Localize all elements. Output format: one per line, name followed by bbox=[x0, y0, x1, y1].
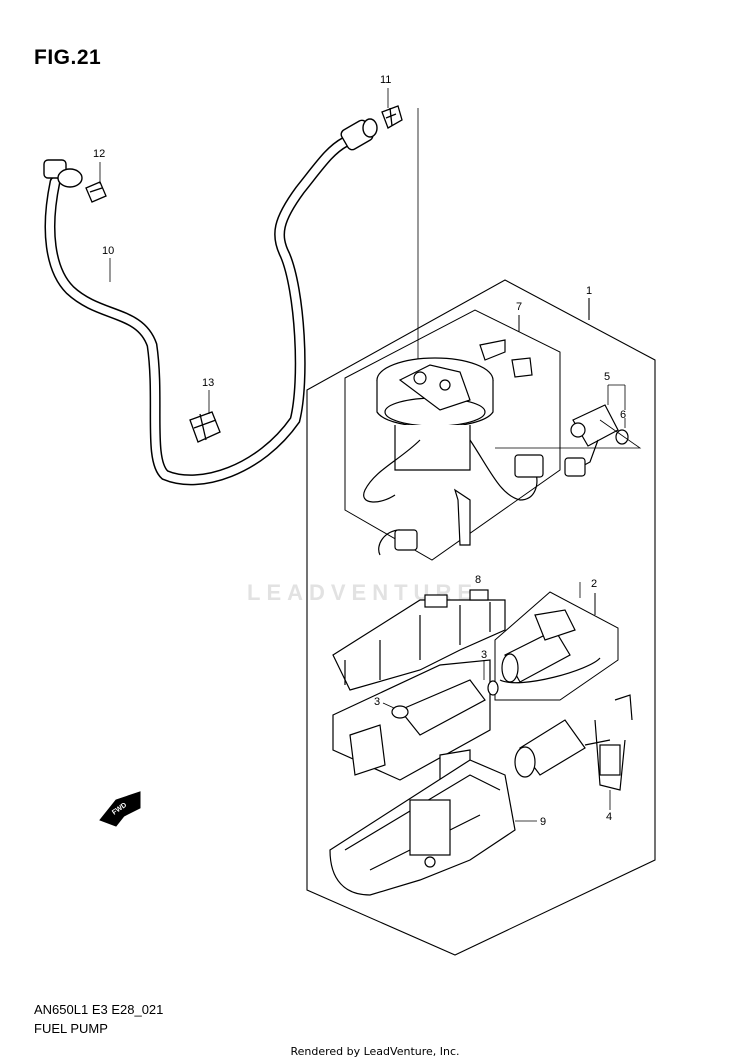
callout: 7 bbox=[516, 301, 522, 313]
callout: 3 bbox=[374, 696, 380, 708]
callout: 9 bbox=[540, 816, 546, 828]
callout: 8 bbox=[475, 574, 481, 586]
pump-cover bbox=[329, 759, 516, 896]
callout: 4 bbox=[606, 811, 612, 823]
clip-13 bbox=[189, 411, 221, 443]
clip-11 bbox=[381, 105, 403, 129]
fuel-pump-module bbox=[363, 339, 544, 556]
fuel-pump-motor bbox=[499, 609, 601, 684]
callout: 5 bbox=[604, 371, 610, 383]
figure-title: FIG.21 bbox=[34, 46, 102, 69]
clip-12 bbox=[85, 181, 107, 203]
callout: 2 bbox=[591, 578, 597, 590]
leader-lines-3 bbox=[382, 582, 581, 709]
pump-module-outline bbox=[344, 309, 561, 561]
assembly-outline bbox=[306, 279, 656, 956]
callout: 12 bbox=[93, 148, 105, 160]
figure-name: FUEL PUMP bbox=[34, 1021, 108, 1036]
callout: 11 bbox=[380, 74, 391, 86]
fuel-level-sender bbox=[514, 694, 633, 791]
forward-arrow-icon: FWD bbox=[99, 791, 141, 827]
filter-outline bbox=[494, 591, 619, 701]
leader-lines-5-6 bbox=[495, 384, 642, 449]
footer-credit: Rendered by LeadVenture, Inc. bbox=[290, 1045, 460, 1058]
callout: 1 bbox=[586, 285, 592, 297]
pump-bracket bbox=[332, 589, 506, 691]
fuel-hose bbox=[43, 118, 378, 486]
callout: 10 bbox=[102, 245, 114, 257]
pressure-regulator bbox=[564, 404, 629, 477]
callout: 13 bbox=[202, 377, 214, 389]
callout-labels: 11 12 10 13 1 7 5 6 8 2 3 3 4 9 bbox=[93, 74, 626, 828]
figure-code: AN650L1 E3 E28_021 bbox=[34, 1002, 164, 1017]
callout: 3 bbox=[481, 649, 487, 661]
callout: 6 bbox=[620, 409, 626, 421]
